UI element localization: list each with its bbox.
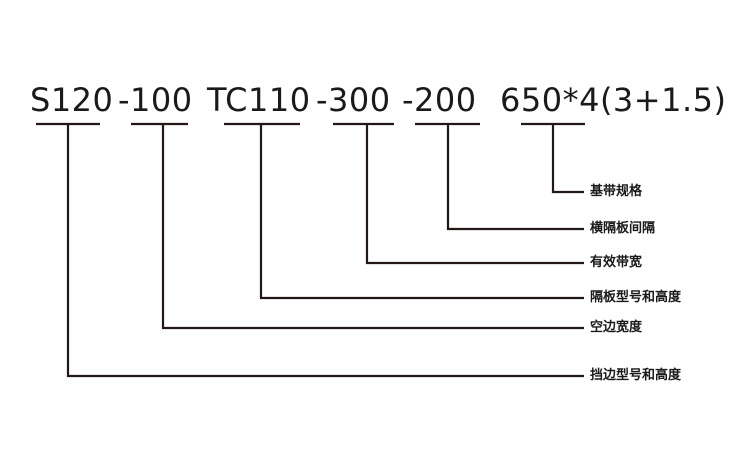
label-sidewall-type: 挡边型号和高度: [590, 368, 682, 383]
label-effective-width: 有效带宽: [590, 255, 643, 270]
leader-free-edge: [161, 124, 584, 330]
code-belt-spec: 650*4(3+1.5): [500, 81, 727, 119]
leader-sidewall: [66, 124, 584, 378]
leader-cleat: [259, 124, 584, 300]
leader-belt-spec: [551, 124, 584, 194]
label-free-edge-width: 空边宽度: [590, 320, 643, 335]
code-free-edge: -100: [118, 81, 193, 119]
label-cleat-pitch: 横隔板间隔: [590, 221, 656, 236]
label-belt-spec: 基带规格: [590, 184, 643, 199]
label-cleat-type: 隔板型号和高度: [590, 290, 682, 305]
code-cleat: TC110: [207, 81, 311, 119]
code-sidewall: S120: [30, 81, 114, 119]
code-effective-width: -300: [316, 81, 391, 119]
leader-cleat-pitch: [446, 124, 584, 231]
code-cleat-pitch: -200: [402, 81, 477, 119]
leader-effective-width: [365, 124, 584, 265]
